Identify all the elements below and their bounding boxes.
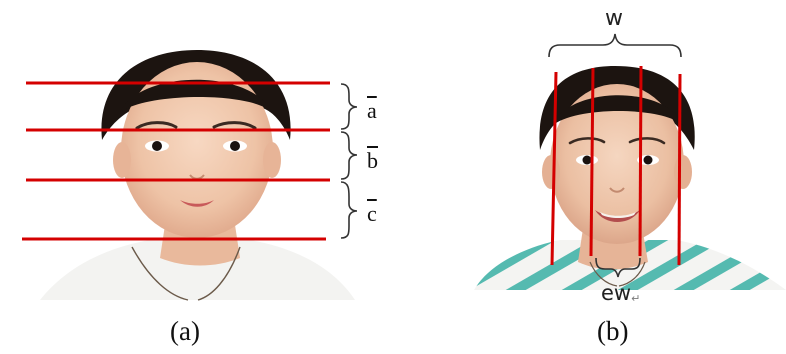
caption-a: (a) <box>170 316 200 346</box>
brace-b <box>340 131 358 180</box>
pupil-left-a <box>152 141 162 151</box>
ear-right-b <box>674 155 692 189</box>
necklace-a <box>131 246 241 301</box>
eyebrow-right-a <box>212 121 257 130</box>
ear-left-a <box>113 142 131 178</box>
pupil-right-a <box>230 141 240 151</box>
hair-fringe-a <box>120 79 272 112</box>
brace-a <box>340 83 358 130</box>
red-line-outer-left <box>550 71 558 266</box>
necklace-b <box>589 261 646 287</box>
brace-ew <box>595 257 641 278</box>
brace-w <box>548 33 682 58</box>
red-line-inner-left <box>589 67 595 257</box>
shirt-a <box>40 240 355 300</box>
brace-c <box>340 181 358 239</box>
red-line-outer-right <box>677 73 682 266</box>
mouth-a <box>180 200 214 207</box>
hair-b <box>539 66 695 150</box>
face-photo-a <box>40 50 355 301</box>
label-a: a <box>367 98 377 123</box>
label-c: c <box>367 201 377 226</box>
caption-b: (b) <box>597 316 629 346</box>
face-a <box>121 62 273 238</box>
nose-b <box>609 187 625 193</box>
ear-left-b <box>542 155 560 189</box>
vertical-braces <box>340 83 358 239</box>
red-line-inner-right <box>638 65 643 257</box>
ear-right-a <box>263 142 281 178</box>
horizontal-measure-lines <box>22 81 330 241</box>
label-b: b <box>367 148 378 173</box>
teeth-b <box>600 212 636 218</box>
hair-a <box>101 50 291 140</box>
label-ew: ew↵ <box>601 281 641 305</box>
eyebrow-right-b <box>628 137 666 145</box>
face-b <box>550 84 684 244</box>
label-w: w <box>605 6 623 31</box>
eyebrow-left-b <box>568 137 606 145</box>
face-photo-b <box>474 66 786 290</box>
label-ew-text: ew <box>601 281 632 305</box>
return-mark: ↵ <box>631 292 641 305</box>
hair-fringe-b <box>552 95 684 126</box>
pupil-left-b <box>582 155 592 165</box>
eyebrow-left-a <box>135 121 178 130</box>
vertical-measure-lines <box>550 65 682 266</box>
pupil-right-b <box>643 155 653 165</box>
